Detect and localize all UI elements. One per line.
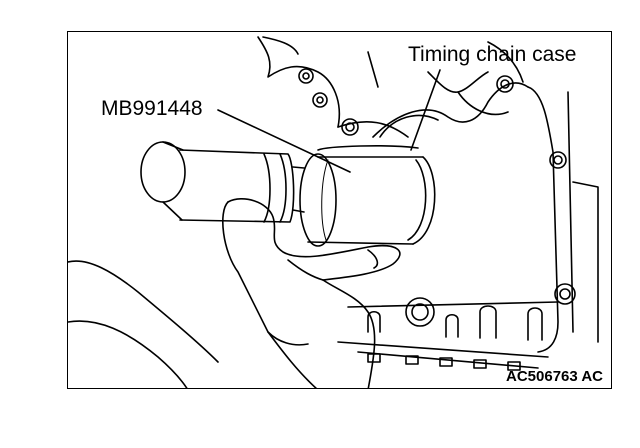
leader-special-tool (217, 109, 351, 173)
illustration-frame: Timing chain case MB991448 AC506763 AC (67, 31, 612, 389)
line-drawing (68, 36, 599, 388)
special-tool-drawing (140, 141, 436, 247)
bolt-heads (298, 68, 576, 327)
special-tool-label: MB991448 (101, 97, 203, 120)
timing-chain-case-outline (257, 36, 599, 371)
figure-code: AC506763 AC (506, 368, 603, 385)
seal-bore (379, 114, 439, 138)
leader-timing-chain-case (410, 69, 441, 151)
hand-drawing (68, 198, 401, 388)
timing-chain-case-label: Timing chain case (408, 43, 577, 66)
